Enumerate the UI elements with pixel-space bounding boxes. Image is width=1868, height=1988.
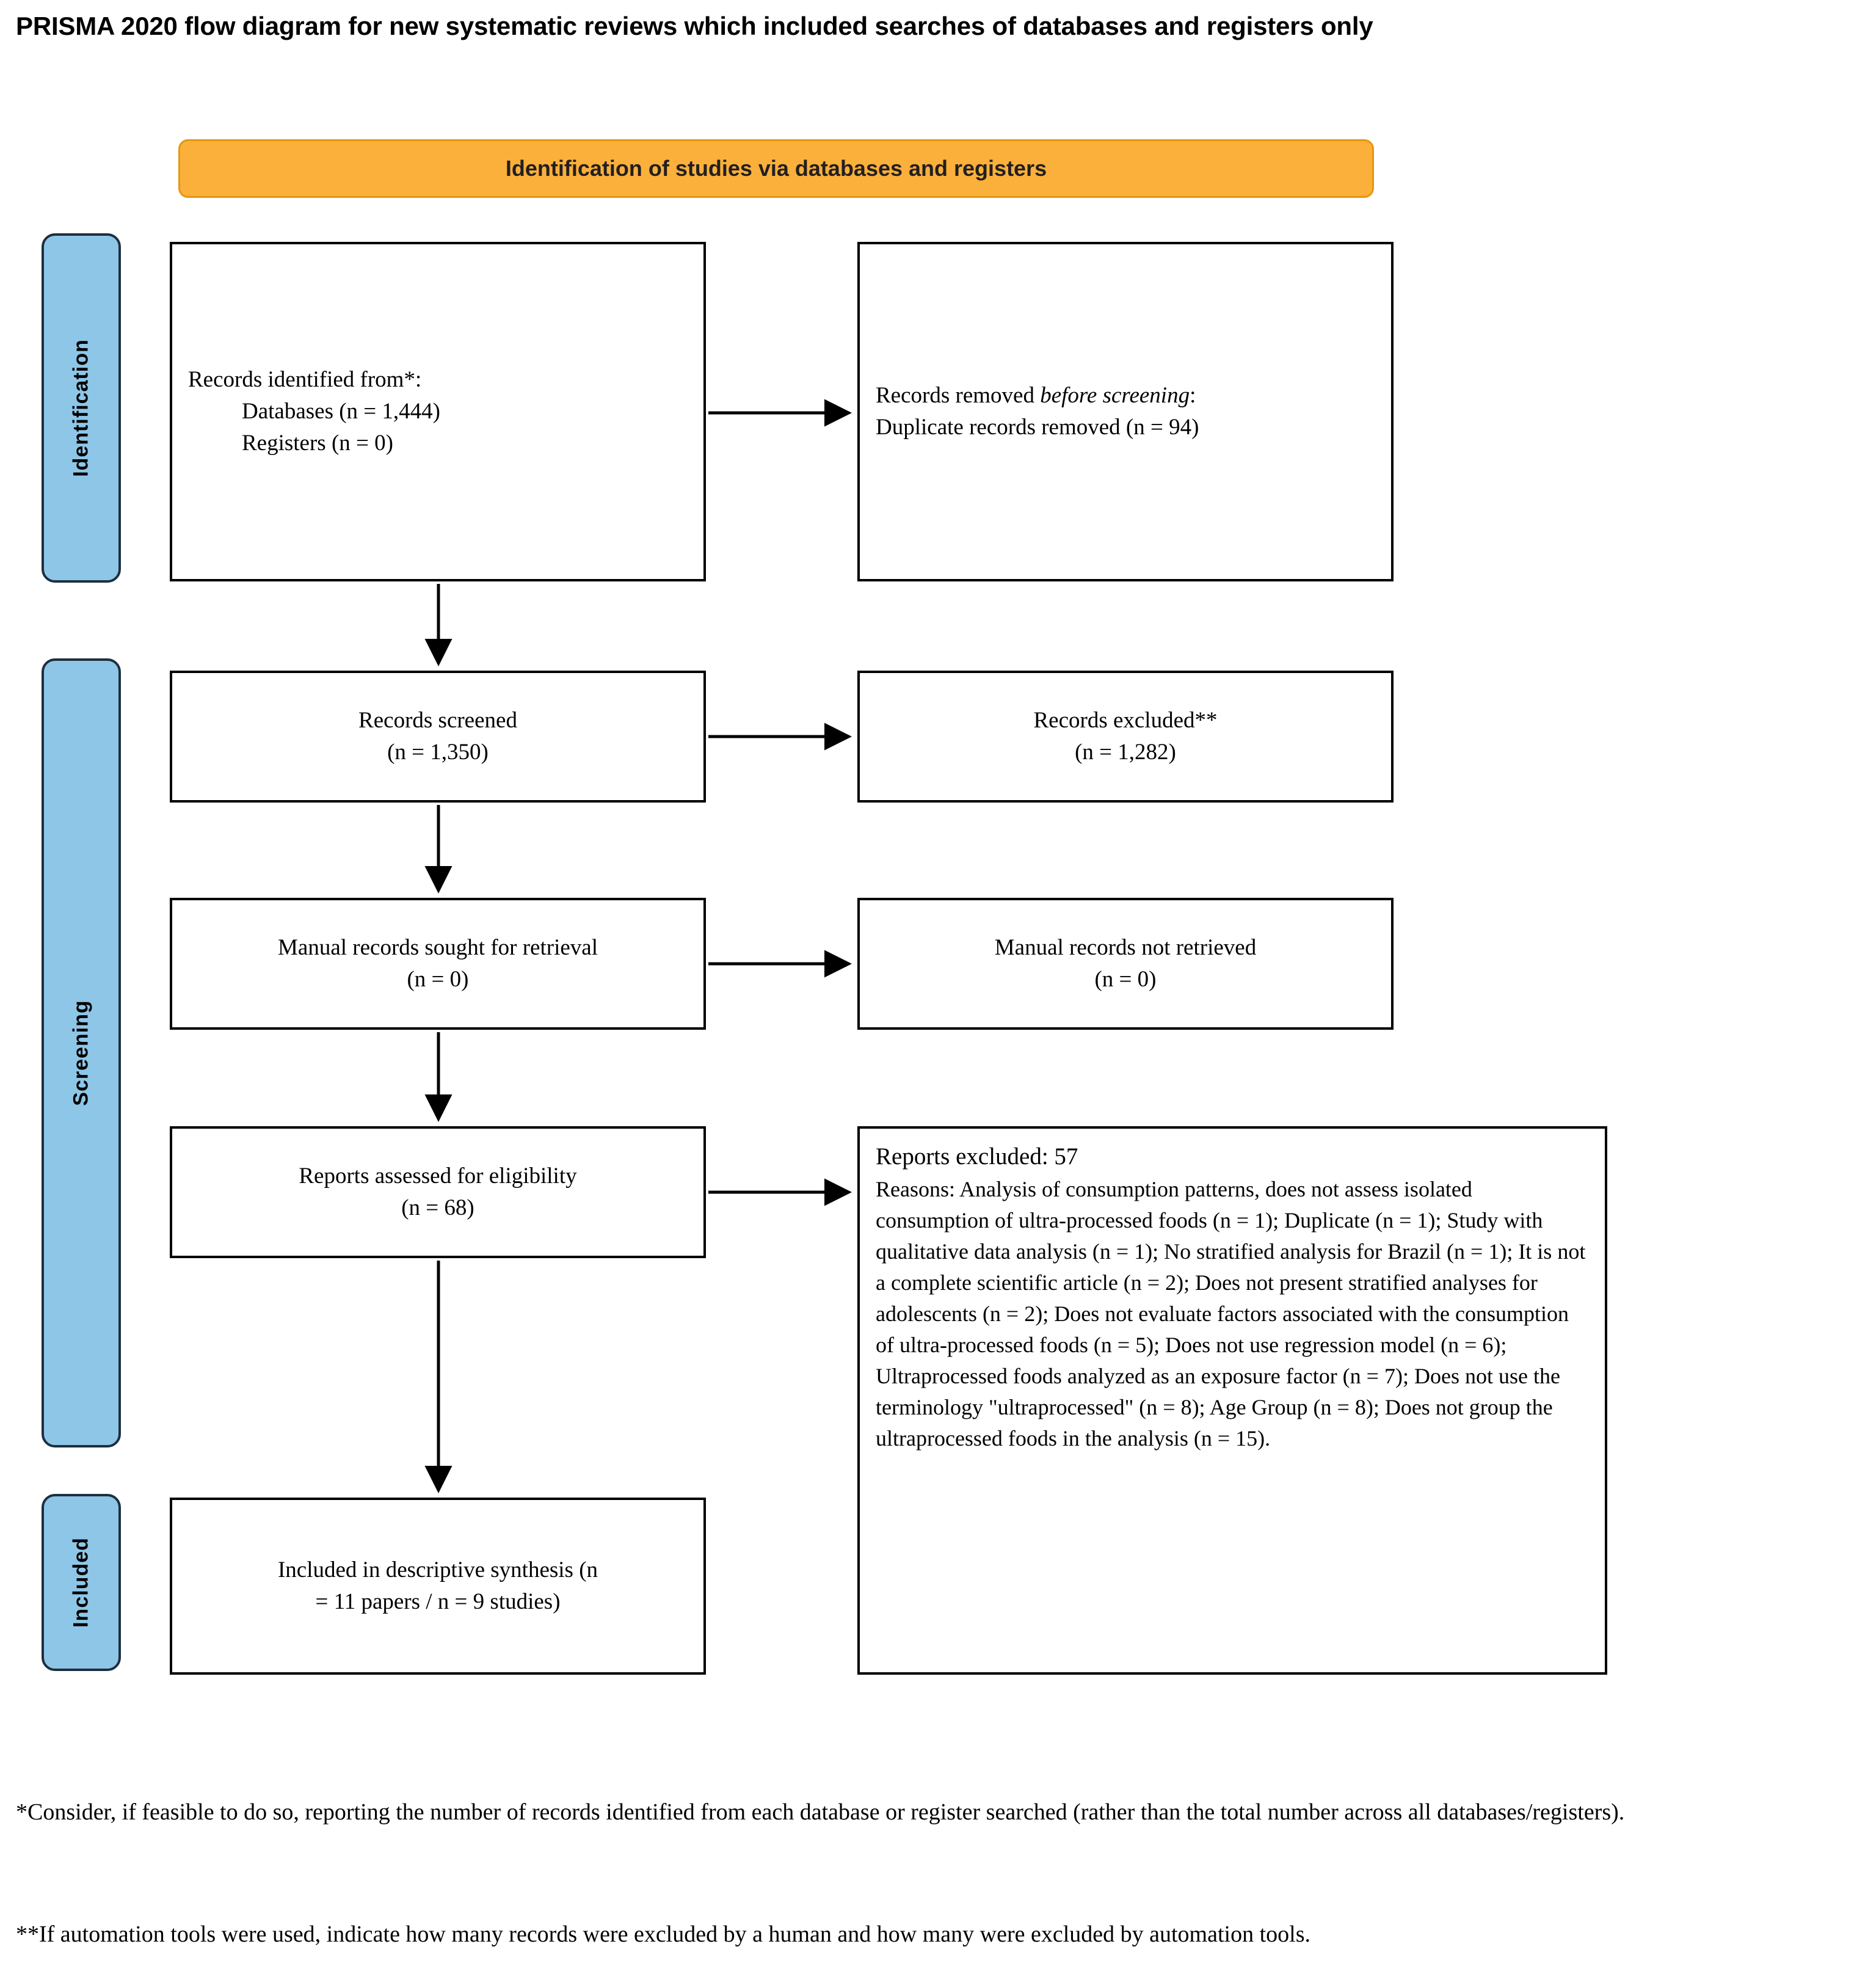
manual-sought-count: (n = 0) <box>407 967 469 992</box>
box-reports-assessed: Reports assessed for eligibility (n = 68… <box>170 1126 706 1258</box>
box-records-removed: Records removed before screening: Duplic… <box>857 242 1394 581</box>
records-excluded-label: Records excluded** <box>1033 708 1218 733</box>
duplicate-records-removed: Duplicate records removed (n = 94) <box>876 415 1199 440</box>
stage-label-included: Included <box>69 1537 93 1628</box>
records-identified-line-1: Records identified from*: <box>188 367 422 392</box>
records-identified-registers: Registers (n = 0) <box>242 431 393 456</box>
stage-bar-identification: Identification <box>42 233 121 583</box>
manual-sought-label: Manual records sought for retrieval <box>278 935 598 960</box>
box-records-screened: Records screened (n = 1,350) <box>170 671 706 803</box>
reports-assessed-label: Reports assessed for eligibility <box>299 1163 577 1189</box>
records-identified-databases: Databases (n = 1,444) <box>242 399 440 424</box>
records-removed-line-1: Records removed before screening: <box>876 380 1375 412</box>
footnote-asterisk: *Consider, if feasible to do so, reporti… <box>16 1799 1625 1825</box>
identification-banner: Identification of studies via databases … <box>178 139 1374 198</box>
box-manual-records-not-retrieved: Manual records not retrieved (n = 0) <box>857 898 1394 1030</box>
box-included-synthesis: Included in descriptive synthesis (n = 1… <box>170 1498 706 1675</box>
footnote-double-asterisk: **If automation tools were used, indicat… <box>16 1921 1310 1947</box>
banner-label: Identification of studies via databases … <box>505 156 1047 181</box>
reports-excluded-reasons: Reasons: Analysis of consumption pattern… <box>876 1177 1586 1451</box>
stage-bar-screening: Screening <box>42 658 121 1447</box>
box-records-identified: Records identified from*: Databases (n =… <box>170 242 706 581</box>
records-excluded-count: (n = 1,282) <box>1075 740 1176 765</box>
box-reports-excluded: Reports excluded: 57 Reasons: Analysis o… <box>857 1126 1607 1675</box>
stage-label-identification: Identification <box>69 339 93 477</box>
page-title: PRISMA 2020 flow diagram for new systema… <box>16 12 1373 40</box>
reports-excluded-heading: Reports excluded: 57 <box>876 1143 1078 1170</box>
included-synthesis-line-2: = 11 papers / n = 9 studies) <box>315 1589 561 1614</box>
records-screened-label: Records screened <box>358 708 517 733</box>
included-synthesis-line-1: Included in descriptive synthesis (n <box>277 1557 598 1582</box>
box-records-excluded: Records excluded** (n = 1,282) <box>857 671 1394 803</box>
manual-not-retrieved-count: (n = 0) <box>1094 967 1157 992</box>
manual-not-retrieved-label: Manual records not retrieved <box>994 935 1257 960</box>
records-removed-post: : <box>1190 383 1196 408</box>
records-removed-emphasis: before screening <box>1040 383 1190 408</box>
box-manual-records-sought: Manual records sought for retrieval (n =… <box>170 898 706 1030</box>
records-removed-pre: Records removed <box>876 383 1041 408</box>
records-screened-count: (n = 1,350) <box>387 740 489 765</box>
reports-assessed-count: (n = 68) <box>401 1195 474 1220</box>
stage-bar-included: Included <box>42 1494 121 1671</box>
stage-label-screening: Screening <box>69 1000 93 1106</box>
